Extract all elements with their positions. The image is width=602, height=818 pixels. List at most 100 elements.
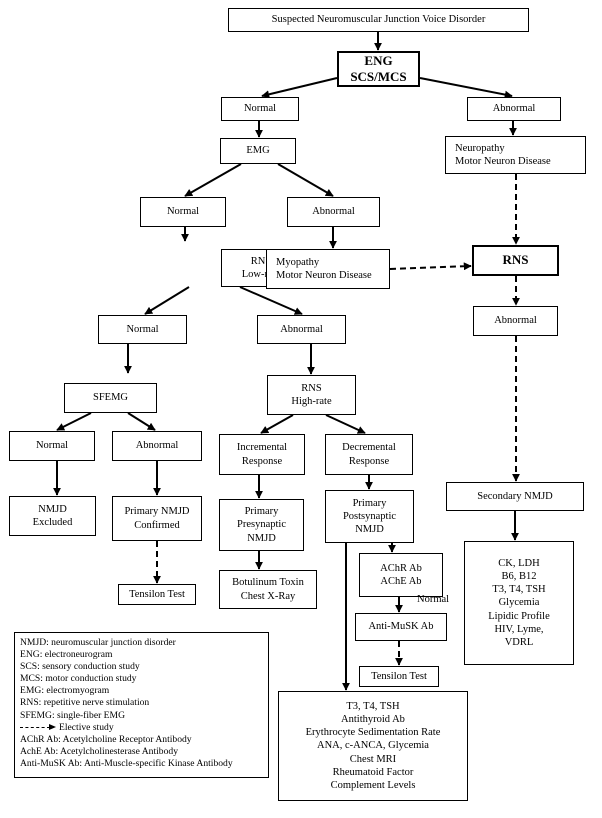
- rns-low-abnormal-node: Abnormal: [257, 315, 346, 344]
- legend-line: AchE Ab: Acetylcholinesterase Antibody: [20, 745, 178, 757]
- node-text: ANA, c-ANCA, Glycemia: [317, 740, 429, 752]
- sfemg-abnormal-node: Abnormal: [112, 431, 202, 461]
- node-text: Lipidic Profile: [488, 610, 550, 622]
- node-text: Complement Levels: [330, 779, 416, 791]
- node-text: Decremental: [342, 442, 396, 454]
- node-text: Neuropathy: [455, 142, 505, 154]
- node-text: Erythrocyte Sedimentation Rate: [305, 727, 441, 739]
- arrow-emg-normal: [184, 163, 242, 197]
- node-text: Abnormal: [135, 440, 179, 452]
- node-text: ENG: [364, 52, 393, 68]
- rns-low-normal-node: Normal: [98, 315, 187, 344]
- node-text: EMG: [246, 145, 270, 157]
- node-text: Primary NMJD: [124, 506, 190, 518]
- legend-line: EMG: electromyogram: [20, 685, 110, 697]
- arrow-emg-abnormal: [277, 163, 334, 197]
- edge-label-normal: Normal: [417, 594, 450, 605]
- node-text: RNS: [250, 255, 272, 267]
- node-text: Tensilon Test: [371, 670, 427, 682]
- node-text: T3, T4, TSH: [492, 584, 546, 596]
- node-text: Rheumatoid Factor: [332, 766, 414, 778]
- node-text: Chest MRI: [349, 753, 397, 765]
- arrow-myopathy-rns: [389, 262, 472, 271]
- node-text: NMJD: [247, 532, 276, 544]
- node-text: HIV, Lyme,: [494, 623, 544, 635]
- node-text: Antithyroid Ab: [341, 714, 405, 726]
- node-text: Anti-MuSK Ab: [368, 621, 434, 633]
- node-text: Normal: [35, 440, 69, 452]
- ab-tests-node: AChR Ab AChE Ab: [359, 553, 443, 597]
- arrow-rnslow-normal: [144, 286, 190, 315]
- node-text: SCS/MCS: [350, 69, 407, 84]
- legend-line: NMJD: neuromuscular junction disorder: [20, 637, 176, 648]
- node-text: Motor Neuron Disease: [276, 270, 372, 281]
- node-text: Normal: [243, 103, 277, 115]
- legend-line: ENG: electroneurogram: [20, 649, 113, 661]
- node-text: Suspected Neuromuscular Junction Voice D…: [271, 14, 486, 26]
- eng-abnormal-node: Abnormal: [467, 97, 561, 121]
- node-text: Postsynaptic: [342, 510, 397, 522]
- tensilon-left-node: Tensilon Test: [118, 584, 196, 605]
- node-text: Presynaptic: [237, 519, 286, 531]
- rns-right-abnormal-node: Abnormal: [473, 306, 558, 336]
- node-text: Normal: [166, 206, 200, 218]
- node-text: Myopathy: [276, 256, 320, 268]
- node-text: Normal: [126, 323, 159, 335]
- legend-line: MCS: motor conduction study: [20, 673, 137, 685]
- legend-line: AChR Ab: Acetylcholine Receptor Antibody: [20, 733, 192, 745]
- node-text: Incremental: [236, 442, 288, 454]
- node-text: Botulinum Toxin: [232, 577, 304, 589]
- node-text: NMJD: [38, 503, 67, 515]
- emg-abnormal-node: Abnormal: [287, 197, 380, 227]
- node-text: VDRL: [504, 636, 534, 648]
- arrow-eng-abnormal: [419, 77, 513, 99]
- node-text: Chest X-Ray: [240, 590, 296, 602]
- emg-node: EMG: [220, 138, 296, 164]
- arrow-eng-normal: [261, 77, 338, 99]
- legend-elective: Elective study: [20, 722, 263, 734]
- legend-line: SFEMG: single-fiber EMG: [20, 709, 125, 721]
- node-text: NMJD: [355, 524, 384, 536]
- arrow-sfemg-abnormal: [127, 412, 156, 431]
- node-text: Abnormal: [312, 206, 355, 218]
- node-text: AChE Ab: [380, 576, 422, 587]
- secondary-nmjd-node: Secondary NMJD: [446, 482, 584, 511]
- node-text: CK, LDH: [498, 558, 540, 570]
- node-text: AChR Ab: [380, 562, 422, 574]
- node-text: Abnormal: [280, 323, 323, 335]
- node-text: Response: [348, 455, 390, 467]
- node-text: Excluded: [32, 517, 73, 528]
- node-text: Low-rate: [241, 269, 281, 280]
- node-text: Motor Neuron Disease: [455, 156, 551, 167]
- node-text: Primary: [352, 497, 387, 509]
- antimusk-node: Anti-MuSK Ab: [355, 613, 447, 641]
- node-text: Confirmed: [134, 519, 180, 531]
- dashed-arrow-icon: [20, 723, 56, 731]
- node-text: B6, B12: [501, 571, 537, 583]
- tensilon-right-node: Tensilon Test: [359, 666, 439, 687]
- node-text: Primary: [244, 506, 279, 518]
- arrow-rnshigh-decremental: [325, 414, 366, 434]
- rns-right-node: RNS: [472, 245, 559, 276]
- arrow-rnslow-abnormal: [239, 286, 303, 315]
- emg-normal-node: Normal: [140, 197, 226, 227]
- arrow-sfemg-normal: [56, 412, 92, 431]
- legend-elective-label: Elective study: [59, 721, 114, 733]
- eng-normal-node: Normal: [221, 97, 299, 121]
- node-text: RNS: [502, 252, 529, 268]
- node-text: Tensilon Test: [129, 588, 185, 600]
- node-text: Secondary NMJD: [477, 490, 553, 502]
- arrow-rnshigh-incremental: [260, 414, 294, 434]
- nmjd-excluded-node: NMJD Excluded: [9, 496, 96, 536]
